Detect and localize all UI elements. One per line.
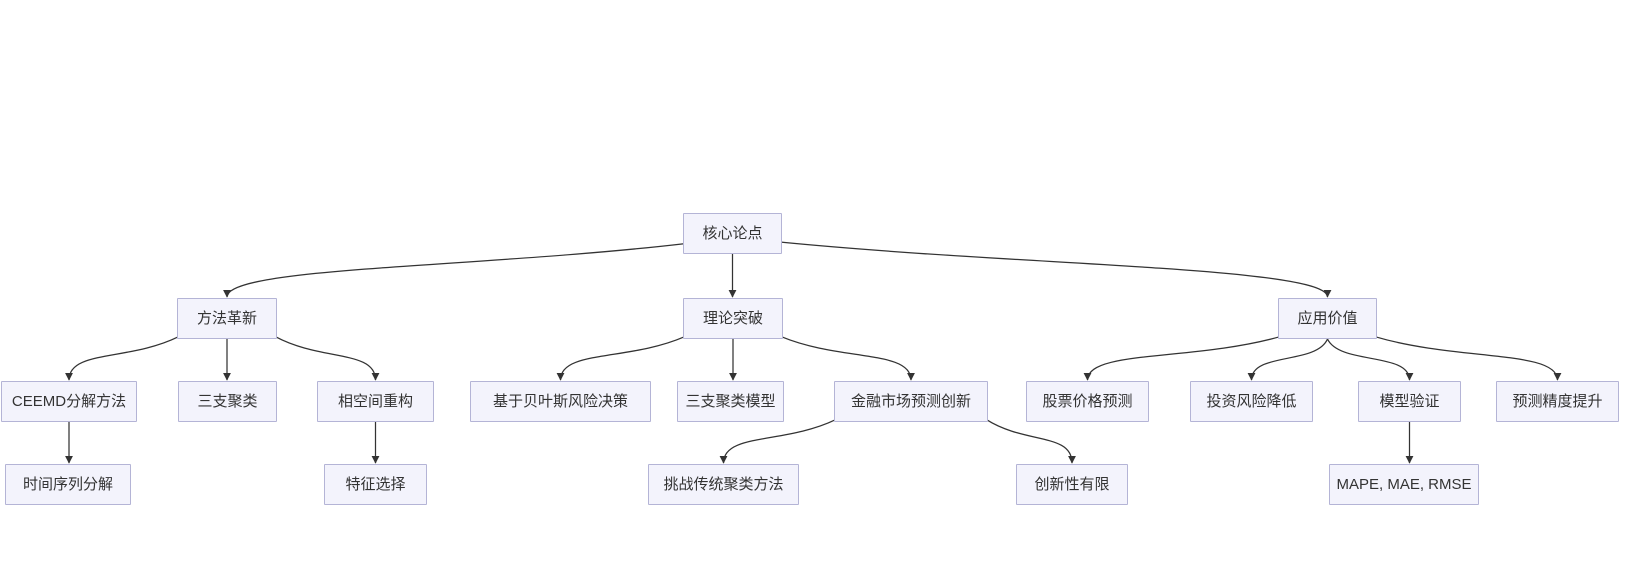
node-label: 方法革新 xyxy=(196,310,257,327)
node-three-way-clustering: 三支聚类 xyxy=(178,381,277,422)
node-bayesian-risk-decision: 基于贝叶斯风险决策 xyxy=(470,381,651,422)
node-label: 投资风险降低 xyxy=(1206,393,1297,410)
edge-method-innovation--ceemd-method xyxy=(65,336,179,381)
node-label: CEEMD分解方法 xyxy=(11,393,127,410)
edge-application-value--prediction-accuracy-improvement xyxy=(1375,336,1562,381)
node-mape-mae-rmse: MAPE, MAE, RMSE xyxy=(1329,464,1479,505)
edge-theory-breakthrough--bayesian-risk-decision xyxy=(556,336,685,381)
node-label: 三支聚类模型 xyxy=(685,393,776,410)
node-prediction-accuracy-improvement: 预测精度提升 xyxy=(1496,381,1619,422)
edge-application-value--model-validation xyxy=(1326,338,1414,381)
edge-core-thesis--application-value xyxy=(780,241,1332,298)
node-phase-space-reconstruction: 相空间重构 xyxy=(317,381,434,422)
edge-financial-market-prediction-innovation--limited-innovation xyxy=(986,419,1076,464)
node-stock-price-prediction: 股票价格预测 xyxy=(1026,381,1149,422)
edge-application-value--investment-risk-reduction xyxy=(1247,338,1329,381)
node-label: 理论突破 xyxy=(702,310,763,327)
node-label: 挑战传统聚类方法 xyxy=(663,476,784,493)
node-label: 应用价值 xyxy=(1297,310,1358,327)
node-time-series-decomposition: 时间序列分解 xyxy=(5,464,131,505)
node-theory-breakthrough: 理论突破 xyxy=(683,298,783,339)
node-limited-innovation: 创新性有限 xyxy=(1016,464,1128,505)
node-application-value: 应用价值 xyxy=(1278,298,1377,339)
node-ceemd-method: CEEMD分解方法 xyxy=(1,381,137,422)
node-label: 相空间重构 xyxy=(337,393,413,410)
node-label: 模型验证 xyxy=(1379,393,1440,410)
node-label: 股票价格预测 xyxy=(1042,393,1133,410)
node-financial-market-prediction-innovation: 金融市场预测创新 xyxy=(834,381,988,422)
node-label: 核心论点 xyxy=(702,225,763,242)
node-label: 金融市场预测创新 xyxy=(850,393,971,410)
node-model-validation: 模型验证 xyxy=(1358,381,1461,422)
node-label: 特征选择 xyxy=(345,476,406,493)
node-label: 基于贝叶斯风险决策 xyxy=(492,393,628,410)
node-label: 时间序列分解 xyxy=(22,476,113,493)
node-core-thesis: 核心论点 xyxy=(683,213,782,254)
node-label: 创新性有限 xyxy=(1034,476,1110,493)
node-label: MAPE, MAE, RMSE xyxy=(1336,476,1472,493)
edge-core-thesis--method-innovation xyxy=(223,243,685,298)
node-three-way-clustering-model: 三支聚类模型 xyxy=(677,381,784,422)
node-label: 预测精度提升 xyxy=(1512,393,1603,410)
node-method-innovation: 方法革新 xyxy=(177,298,277,339)
node-challenge-traditional-clustering: 挑战传统聚类方法 xyxy=(648,464,799,505)
edge-method-innovation--phase-space-reconstruction xyxy=(275,336,380,381)
node-investment-risk-reduction: 投资风险降低 xyxy=(1190,381,1313,422)
edge-financial-market-prediction-innovation--challenge-traditional-clustering xyxy=(719,419,836,464)
node-label: 三支聚类 xyxy=(197,393,258,410)
edge-theory-breakthrough--financial-market-prediction-innovation xyxy=(781,336,915,381)
node-feature-selection: 特征选择 xyxy=(324,464,427,505)
edge-application-value--stock-price-prediction xyxy=(1083,336,1280,381)
